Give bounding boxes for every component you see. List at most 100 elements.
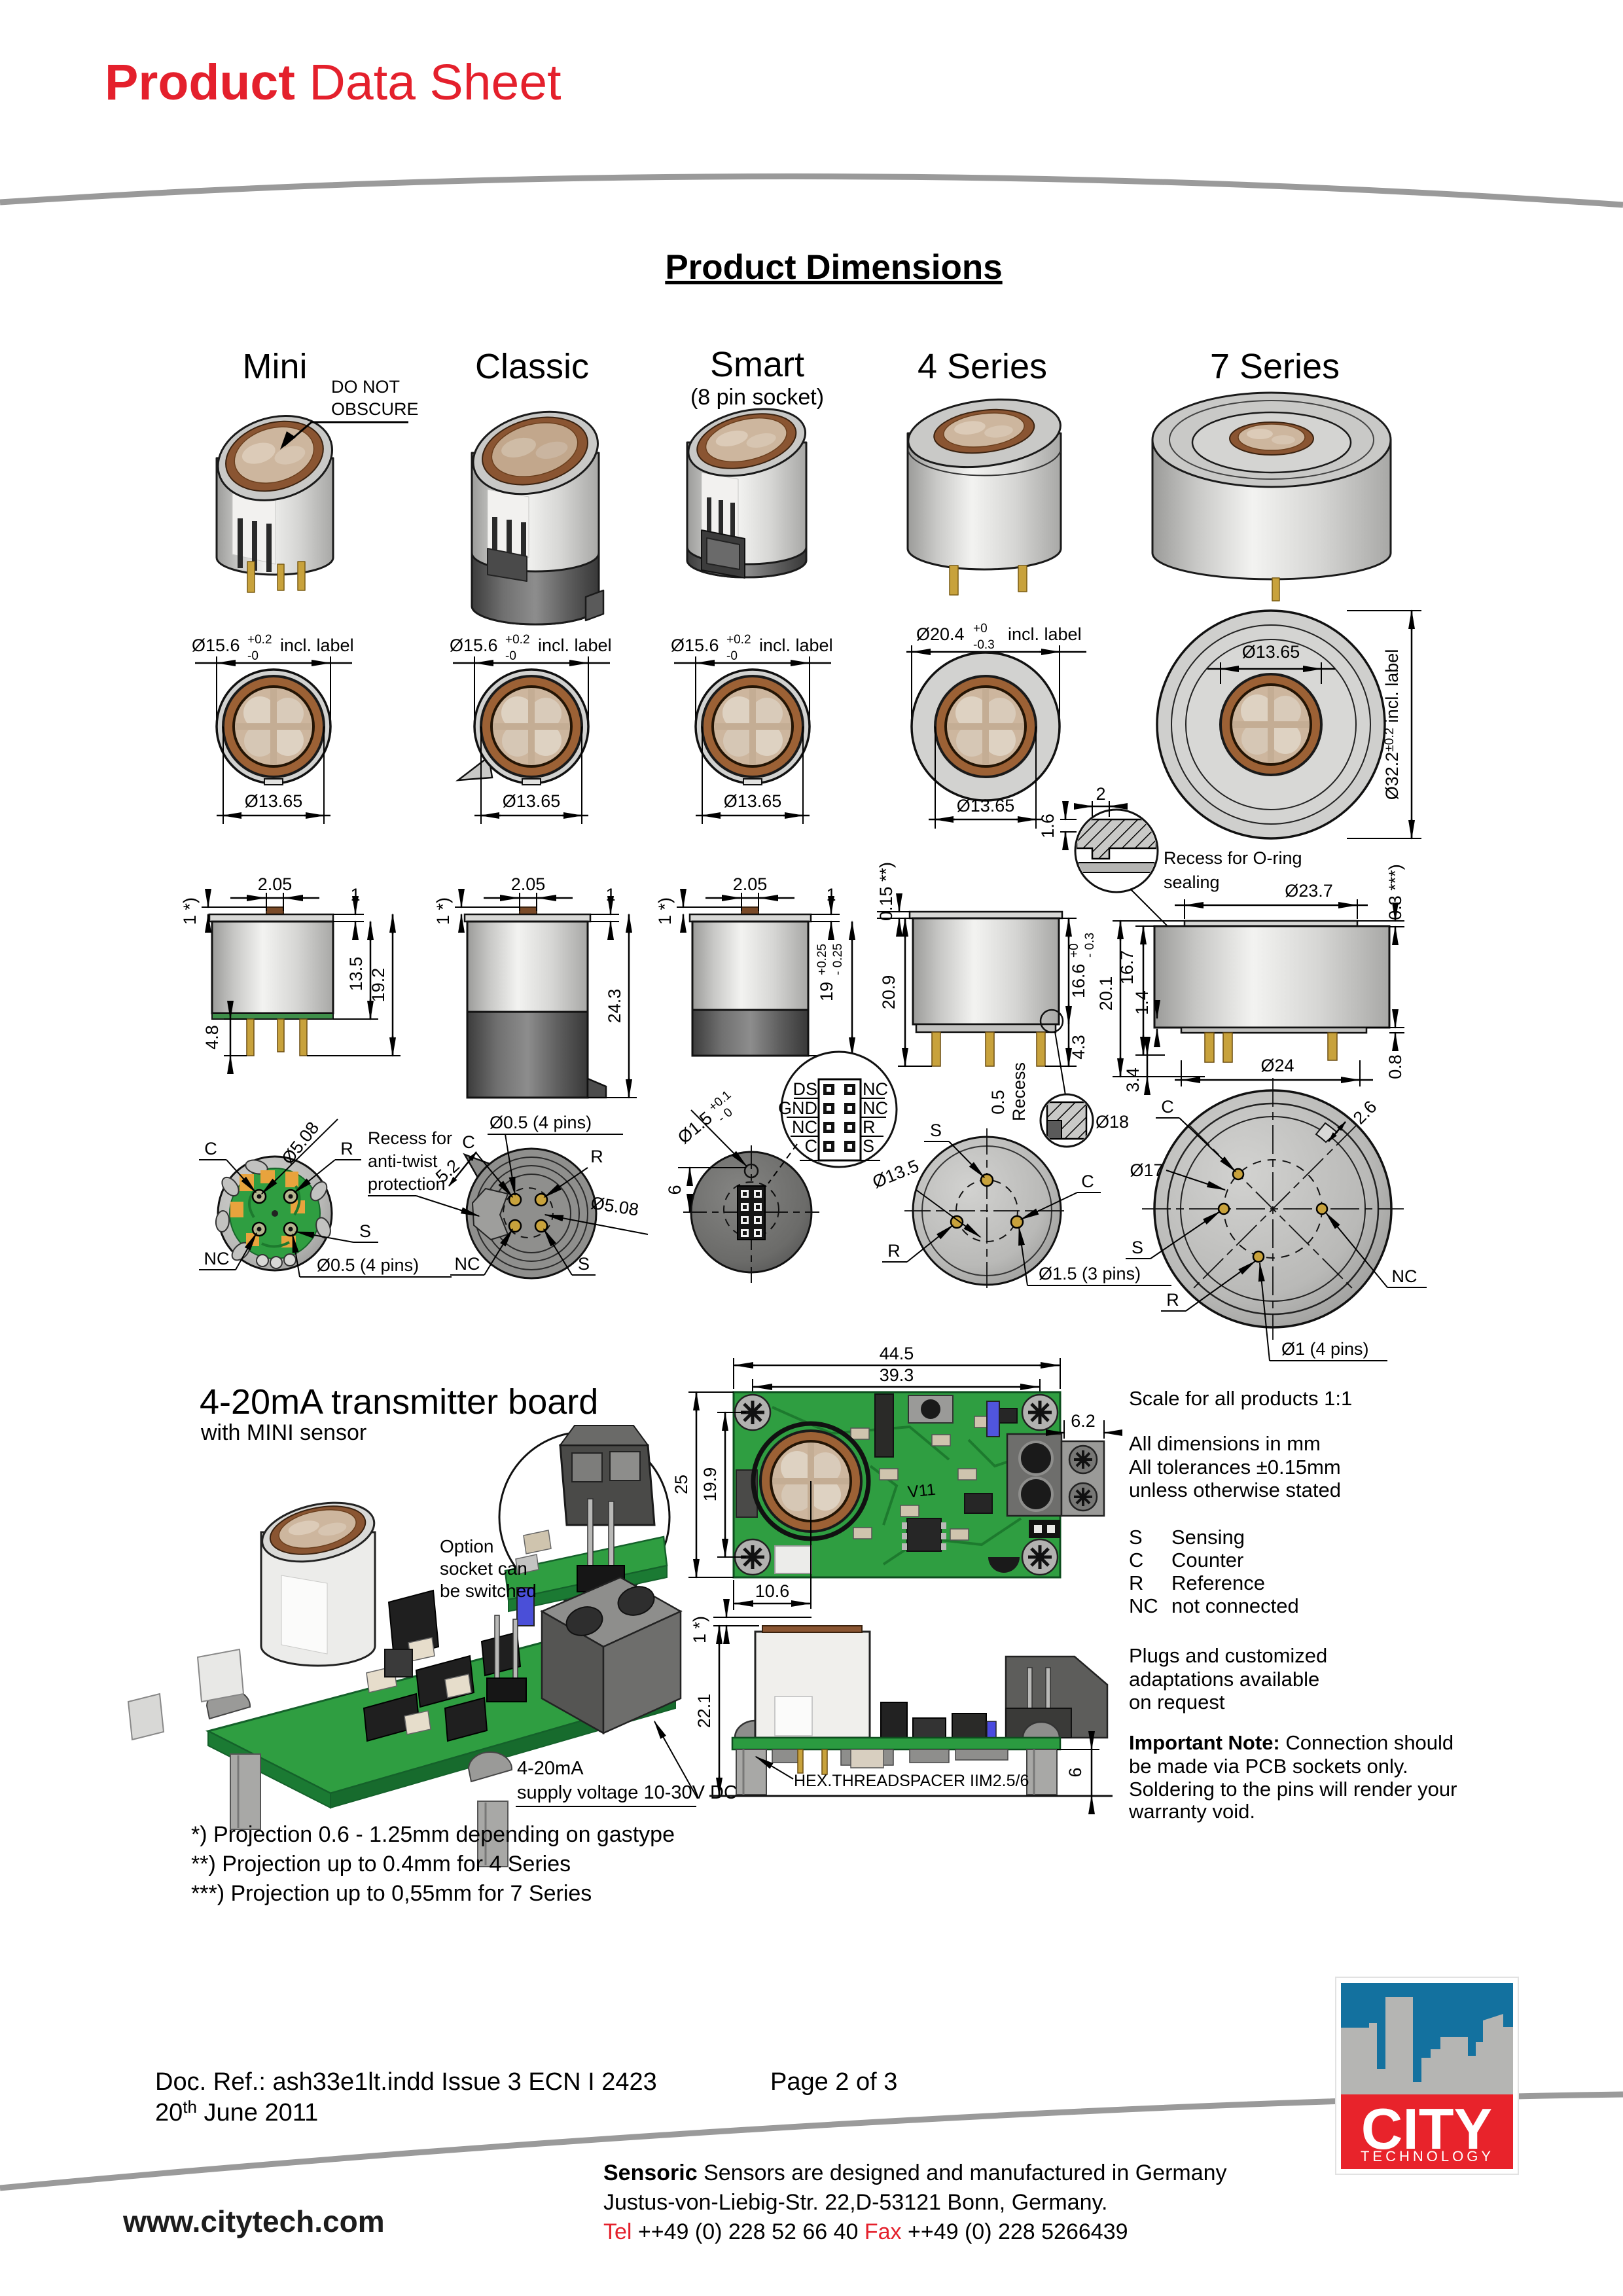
svg-text:4.8: 4.8: [202, 1025, 222, 1050]
svg-text:0.15 **): 0.15 **): [876, 862, 896, 921]
svg-text:4-20mA: 4-20mA: [517, 1758, 584, 1779]
svg-text:incl. label: incl. label: [538, 636, 612, 655]
svg-text:DS: DS: [793, 1079, 817, 1099]
svg-text:Ø13.65: Ø13.65: [957, 796, 1015, 816]
svg-text:Ø1 (4 pins): Ø1 (4 pins): [1281, 1339, 1369, 1359]
svg-text:Ø18: Ø18: [1096, 1112, 1129, 1132]
svg-text:supply voltage 10-30V DC: supply voltage 10-30V DC: [517, 1782, 738, 1803]
svg-text:Option: Option: [440, 1536, 494, 1556]
svg-text:NC: NC: [1392, 1266, 1418, 1286]
svg-text:44.5: 44.5: [880, 1344, 914, 1363]
svg-text:be switched: be switched: [440, 1581, 537, 1601]
svg-text:socket can: socket can: [440, 1558, 527, 1579]
svg-text:Ø1.5 (3 pins): Ø1.5 (3 pins): [1039, 1264, 1141, 1283]
svg-text:Ø5.08: Ø5.08: [277, 1118, 323, 1168]
svg-text:on request: on request: [1129, 1691, 1225, 1713]
svg-text:Tel ++49 (0) 228 52 66 40 Fax: Tel ++49 (0) 228 52 66 40 Fax ++49 (0) 2…: [603, 2219, 1128, 2244]
svg-text:4-20mA transmitter board: 4-20mA transmitter board: [200, 1382, 598, 1422]
svg-text:***) Projection up to 0,55mm f: ***) Projection up to 0,55mm for 7 Serie…: [191, 1881, 592, 1906]
svg-text:incl. label: incl. label: [759, 636, 833, 655]
svg-text:warranty void.: warranty void.: [1128, 1800, 1255, 1823]
svg-text:-0: -0: [505, 649, 516, 663]
svg-text:not connected: not connected: [1171, 1594, 1299, 1617]
svg-text:C: C: [1081, 1172, 1094, 1191]
svg-text:C: C: [204, 1139, 217, 1158]
svg-text:-0: -0: [247, 649, 259, 663]
svg-text:Recess: Recess: [1009, 1062, 1029, 1121]
svg-text:19.9: 19.9: [700, 1467, 720, 1502]
svg-text:+0: +0: [973, 622, 988, 636]
svg-text:R: R: [887, 1241, 901, 1261]
svg-text:protection: protection: [368, 1174, 446, 1194]
svg-text:R: R: [1166, 1290, 1179, 1310]
svg-text:13.5: 13.5: [346, 957, 366, 992]
svg-text:+0.2: +0.2: [505, 633, 530, 647]
svg-text:10.6: 10.6: [755, 1581, 790, 1601]
svg-text:Soldering to the pins will ren: Soldering to the pins will render your: [1129, 1778, 1457, 1801]
svg-text:1: 1: [826, 885, 836, 905]
svg-text:1.6: 1.6: [1038, 814, 1058, 838]
svg-text:2.05: 2.05: [511, 874, 546, 894]
svg-text:1.4: 1.4: [1132, 990, 1152, 1015]
svg-text:Product Dimensions: Product Dimensions: [665, 248, 1002, 287]
svg-text:1: 1: [350, 885, 360, 905]
svg-text:unless otherwise stated: unless otherwise stated: [1129, 1479, 1341, 1501]
svg-text:1 *): 1 *): [655, 897, 675, 925]
svg-text:Ø17: Ø17: [1130, 1160, 1163, 1180]
svg-text:1: 1: [605, 885, 615, 905]
svg-text:DO NOT: DO NOT: [331, 377, 400, 397]
svg-text:V11: V11: [907, 1480, 936, 1501]
svg-text:Smart: Smart: [710, 345, 804, 384]
svg-text:39.3: 39.3: [880, 1365, 914, 1385]
svg-text:Classic: Classic: [475, 347, 589, 386]
svg-text:S: S: [1129, 1526, 1143, 1549]
svg-text:6: 6: [665, 1185, 685, 1194]
svg-text:2.05: 2.05: [258, 874, 293, 894]
svg-text:20.9: 20.9: [879, 975, 899, 1010]
svg-text:Ø23.7: Ø23.7: [1285, 881, 1333, 901]
svg-text:R: R: [863, 1117, 876, 1137]
svg-text:Sensoric Sensors are designed: Sensoric Sensors are designed and manufa…: [603, 2161, 1227, 2185]
svg-text:Reference: Reference: [1171, 1571, 1265, 1594]
svg-text:Ø15.6: Ø15.6: [450, 636, 498, 655]
svg-text:S: S: [863, 1136, 874, 1156]
svg-text:Sensing: Sensing: [1171, 1526, 1245, 1549]
svg-text:+0: +0: [1067, 943, 1081, 958]
svg-text:S: S: [930, 1121, 942, 1140]
svg-text:NC: NC: [863, 1079, 888, 1099]
svg-text:be made via PCB sockets only.: be made via PCB sockets only.: [1129, 1755, 1408, 1778]
svg-text:OBSCURE: OBSCURE: [331, 399, 419, 419]
svg-text:20th June 2011: 20th June 2011: [155, 2097, 318, 2126]
svg-text:C: C: [1161, 1097, 1174, 1117]
svg-text:2.05: 2.05: [733, 874, 768, 894]
svg-text:R: R: [1129, 1571, 1143, 1594]
svg-text:NC: NC: [1129, 1594, 1158, 1617]
svg-text:S: S: [359, 1221, 371, 1241]
svg-text:- 0.3: - 0.3: [1083, 933, 1097, 958]
svg-text:C: C: [1129, 1549, 1143, 1571]
svg-text:Important Note: Connection sho: Important Note: Connection should: [1129, 1731, 1454, 1754]
svg-text:4.3: 4.3: [1069, 1035, 1088, 1060]
svg-text:(8 pin socket): (8 pin socket): [690, 385, 824, 410]
svg-text:NC: NC: [455, 1254, 480, 1274]
svg-text:Ø15.6: Ø15.6: [671, 636, 719, 655]
svg-text:Ø32.2±0.2 incl. label: Ø32.2±0.2 incl. label: [1382, 649, 1402, 800]
svg-text:16.7: 16.7: [1117, 950, 1137, 985]
svg-text:All dimensions in mm: All dimensions in mm: [1129, 1432, 1321, 1455]
svg-text:Recess for: Recess for: [368, 1128, 452, 1148]
svg-text:Ø13.5: Ø13.5: [870, 1156, 921, 1192]
svg-text:Ø13.65: Ø13.65: [724, 791, 782, 811]
svg-text:NC: NC: [863, 1098, 888, 1118]
svg-text:7 Series: 7 Series: [1210, 347, 1340, 386]
svg-text:Mini: Mini: [242, 347, 307, 386]
svg-text:Doc. Ref.: ash33e1lt.indd Issu: Doc. Ref.: ash33e1lt.indd Issue 3 ECN I …: [155, 2068, 657, 2096]
svg-text:-0.3: -0.3: [973, 638, 995, 652]
svg-text:6.2: 6.2: [1071, 1411, 1096, 1431]
svg-text:R: R: [340, 1139, 353, 1158]
svg-text:22.1: 22.1: [694, 1694, 714, 1729]
svg-text:24.3: 24.3: [605, 989, 624, 1024]
svg-text:C: C: [805, 1136, 818, 1156]
svg-text:1 *): 1 *): [180, 897, 200, 925]
svg-text:19.2: 19.2: [368, 968, 388, 1003]
svg-text:www.citytech.com: www.citytech.com: [122, 2204, 385, 2238]
